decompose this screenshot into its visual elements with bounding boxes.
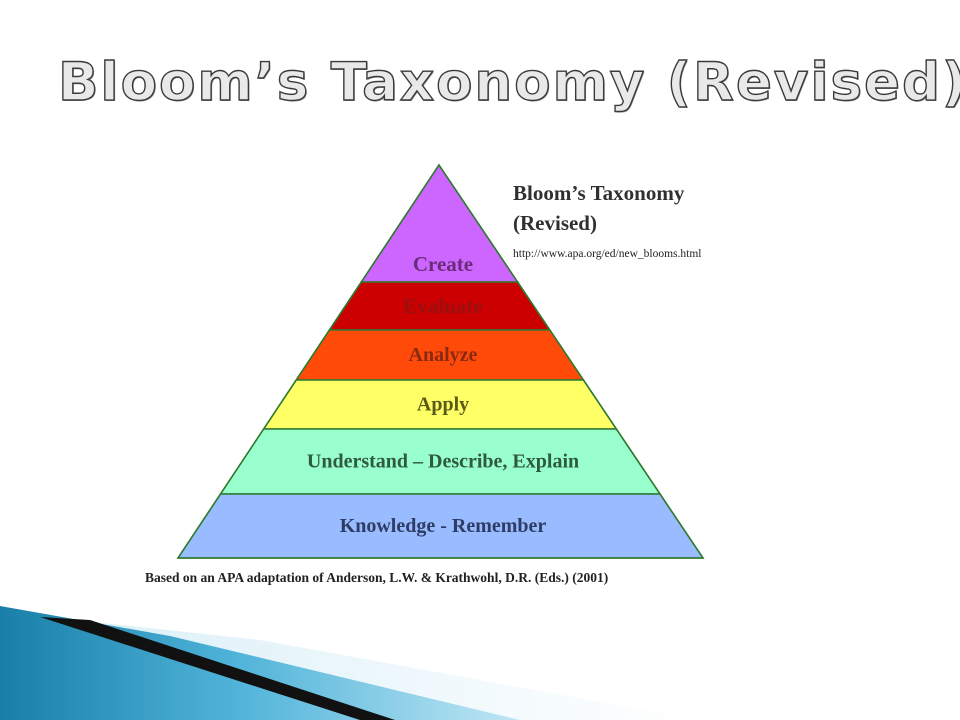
decor-dark-stripe — [40, 617, 395, 720]
pyramid-outline — [176, 163, 705, 559]
slide-title: Bloom’s Taxonomy (Revised) — [57, 51, 960, 113]
pyramid-tier-label-4: Apply — [417, 394, 469, 416]
pyramid-tier-label-5: Understand – Describe, Explain — [307, 451, 579, 473]
pyramid-tier-label-1: Create — [413, 252, 473, 276]
pyramid-tier-label-6: Knowledge - Remember — [340, 515, 547, 537]
source-url: http://www.apa.org/ed/new_blooms.html — [513, 248, 702, 260]
side-title-line-1: Bloom’s Taxonomy — [513, 181, 685, 205]
citation: Based on an APA adaptation of Anderson, … — [145, 570, 609, 585]
diagram-side-title: Bloom’s Taxonomy (Revised) — [513, 178, 684, 238]
pyramid-tier-label-3: Analyze — [409, 344, 478, 366]
pyramid-tier-label-2: Evaluate — [403, 294, 482, 318]
side-title-line-2: (Revised) — [513, 211, 597, 235]
